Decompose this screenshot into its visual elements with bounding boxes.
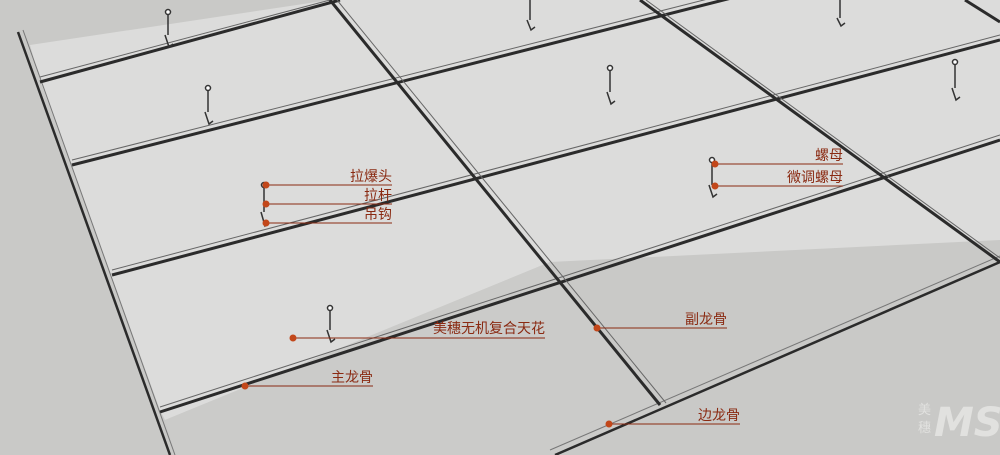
logo-char-2: 穗 [918,421,931,436]
label-main-keel: 主龙骨 [331,370,373,386]
main-keels [39,0,1000,414]
edge-keel-bottom [549,255,1000,455]
edge-keel-left [16,29,176,455]
leader-edge-keel [605,420,740,428]
label-ceiling-panel: 美穗无机复合天花 [433,320,545,337]
floor-area [165,262,660,455]
leader-pull-anchor [262,181,392,189]
label-fine-nut: 微调螺母 [787,170,843,186]
leader-hanger-hook [262,219,392,227]
hanger [164,8,174,49]
leader-nut [711,160,843,168]
hanger [836,0,846,28]
leader-main-keel [241,382,373,390]
hanger [204,84,214,126]
hanger [606,64,616,106]
leader-pull-rod [262,200,392,208]
label-pull-anchor: 拉爆头 [350,169,392,185]
label-nut: 螺母 [815,148,843,164]
leader-secondary-keel [593,324,727,332]
leaders [241,160,843,428]
label-pull-rod: 拉杆 [364,188,392,204]
brand-logo: 美 穗 MS [918,400,1000,446]
labels: 拉爆头 拉杆 吊钩 螺母 微调螺母 美穗无机复合天花 副龙骨 主龙骨 边龙骨 [331,148,843,424]
hanger [326,304,336,344]
hanger [526,0,536,32]
label-secondary-keel: 副龙骨 [685,312,727,328]
label-hanger-hook: 吊钩 [364,207,392,223]
hanger [951,58,961,102]
logo-mark: MS [934,400,1000,446]
leader-ceiling-panel [289,334,545,342]
secondary-keels [328,0,1000,406]
label-edge-keel: 边龙骨 [698,408,740,424]
leader-fine-nut [711,182,843,190]
logo-char-1: 美 [918,403,931,418]
